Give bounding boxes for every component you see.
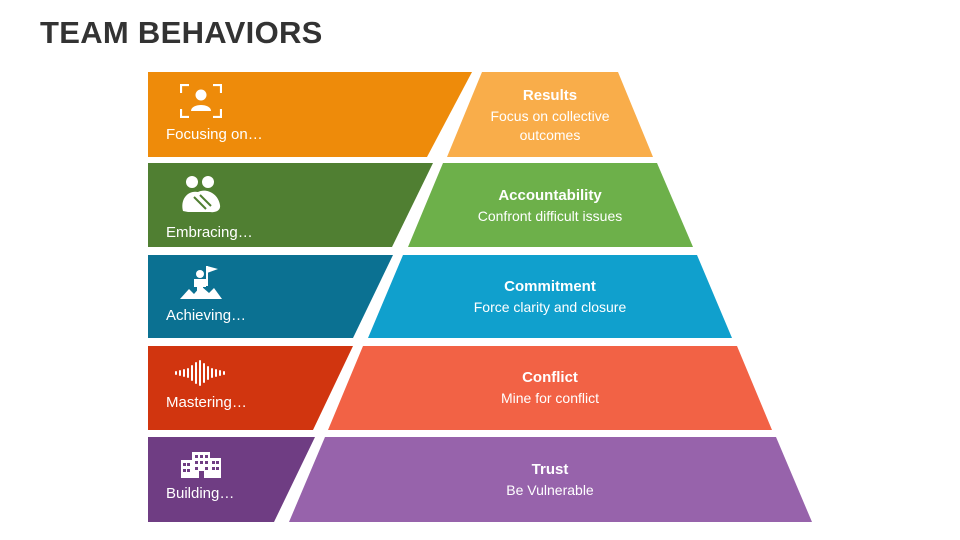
tier-4-pyramid-segment	[328, 346, 772, 430]
tier-2-left-band	[148, 163, 433, 247]
tier-3-description: Force clarity and closure	[473, 299, 627, 315]
tier-1-title: Results	[522, 87, 578, 104]
tier-2-left-label: Embracing…	[166, 224, 253, 241]
tier-2-title: Accountability	[498, 187, 602, 204]
tier-2-text: Accountability Confront difficult issues	[440, 187, 660, 226]
tier-2-description: Confront difficult issues	[477, 208, 623, 224]
tier-3-title: Commitment	[504, 278, 596, 295]
tier-1-description: Focus on collective outcomes	[490, 108, 610, 143]
tier-5-title: Trust	[531, 461, 569, 478]
tier-5-text: Trust Be Vulnerable	[430, 461, 670, 500]
handshake-icon	[182, 176, 221, 213]
summit-flag-icon	[180, 266, 222, 299]
tier-4-left-band	[148, 346, 353, 430]
tier-4-title: Conflict	[522, 369, 578, 386]
tier-3-pyramid-segment	[368, 255, 732, 338]
sound-wave-icon	[175, 360, 225, 386]
tier-1-left-label: Focusing on…	[166, 126, 263, 143]
tier-5-left-band	[148, 437, 315, 522]
tier-5-description: Be Vulnerable	[506, 482, 594, 498]
tier-4-left-label: Mastering…	[166, 394, 247, 411]
tier-5-left-label: Building…	[166, 485, 235, 502]
building-icon	[181, 452, 221, 478]
page-title: TEAM BEHAVIORS	[40, 15, 323, 50]
person-focus-icon	[180, 84, 222, 118]
tier-1-left-band	[148, 72, 472, 157]
tier-1-pyramid-segment	[447, 72, 653, 157]
tier-5-pyramid-segment	[289, 437, 812, 522]
tier-3-text: Commitment Force clarity and closure	[430, 278, 670, 317]
tier-2-pyramid-segment	[408, 163, 693, 247]
tier-4-text: Conflict Mine for conflict	[430, 369, 670, 408]
tier-3-left-label: Achieving…	[166, 307, 247, 324]
tier-4-description: Mine for conflict	[500, 390, 600, 406]
tier-1-text: Results Focus on collective outcomes	[470, 87, 630, 145]
tier-3-left-band	[148, 255, 393, 338]
